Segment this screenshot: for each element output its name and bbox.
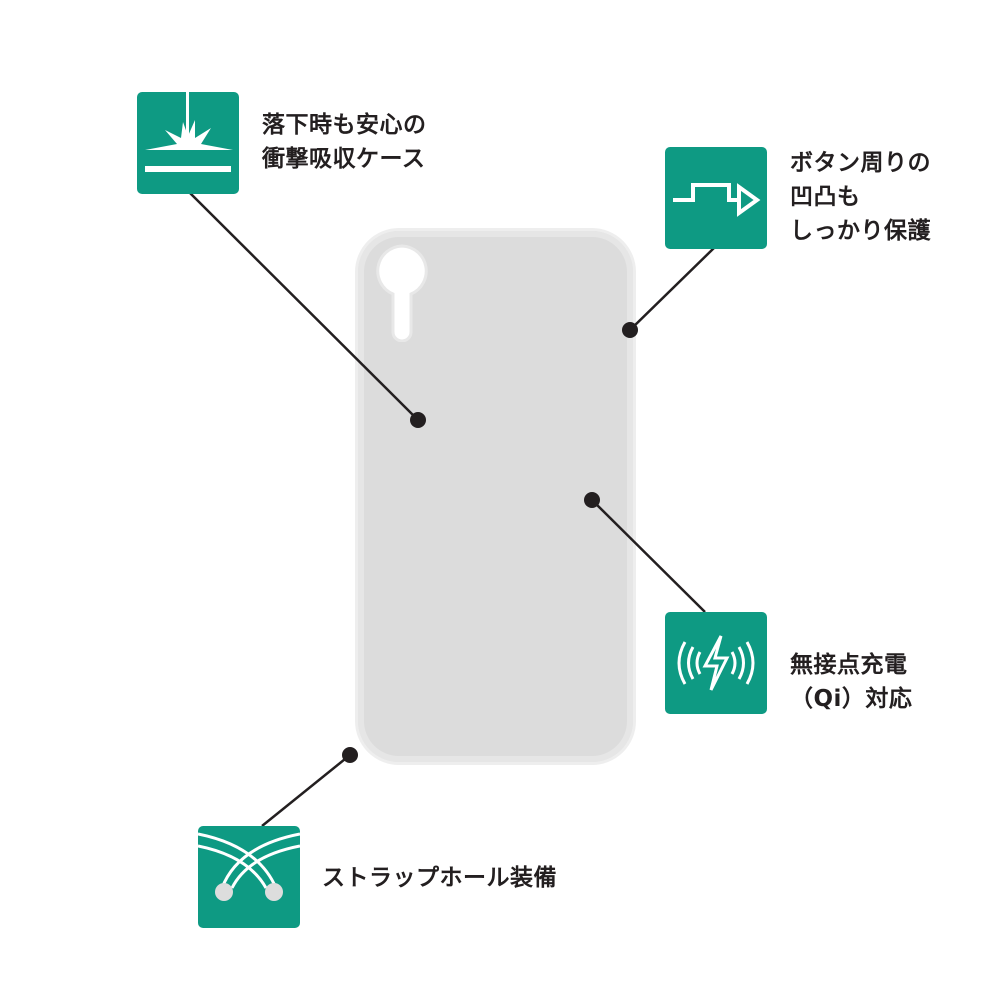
impact-icon: [137, 92, 239, 194]
button-contour-icon: [665, 147, 767, 249]
wireless-charging-icon: [665, 612, 767, 714]
feature-label-qi: 無接点充電（Qi）対応: [790, 652, 913, 712]
feature-label-impact: 落下時も安心の衝撃吸収ケース: [262, 112, 427, 172]
callout-dot: [410, 412, 426, 428]
feature-label-buttons: ボタン周りの凹凸もしっかり保護: [790, 150, 931, 244]
strap-hole-icon: [198, 826, 300, 928]
callout-dot: [342, 747, 358, 763]
callout-dot: [622, 322, 638, 338]
camera-cutout: [376, 244, 428, 342]
feature-label-strap: ストラップホール装備: [322, 865, 557, 891]
callout-dot: [584, 492, 600, 508]
